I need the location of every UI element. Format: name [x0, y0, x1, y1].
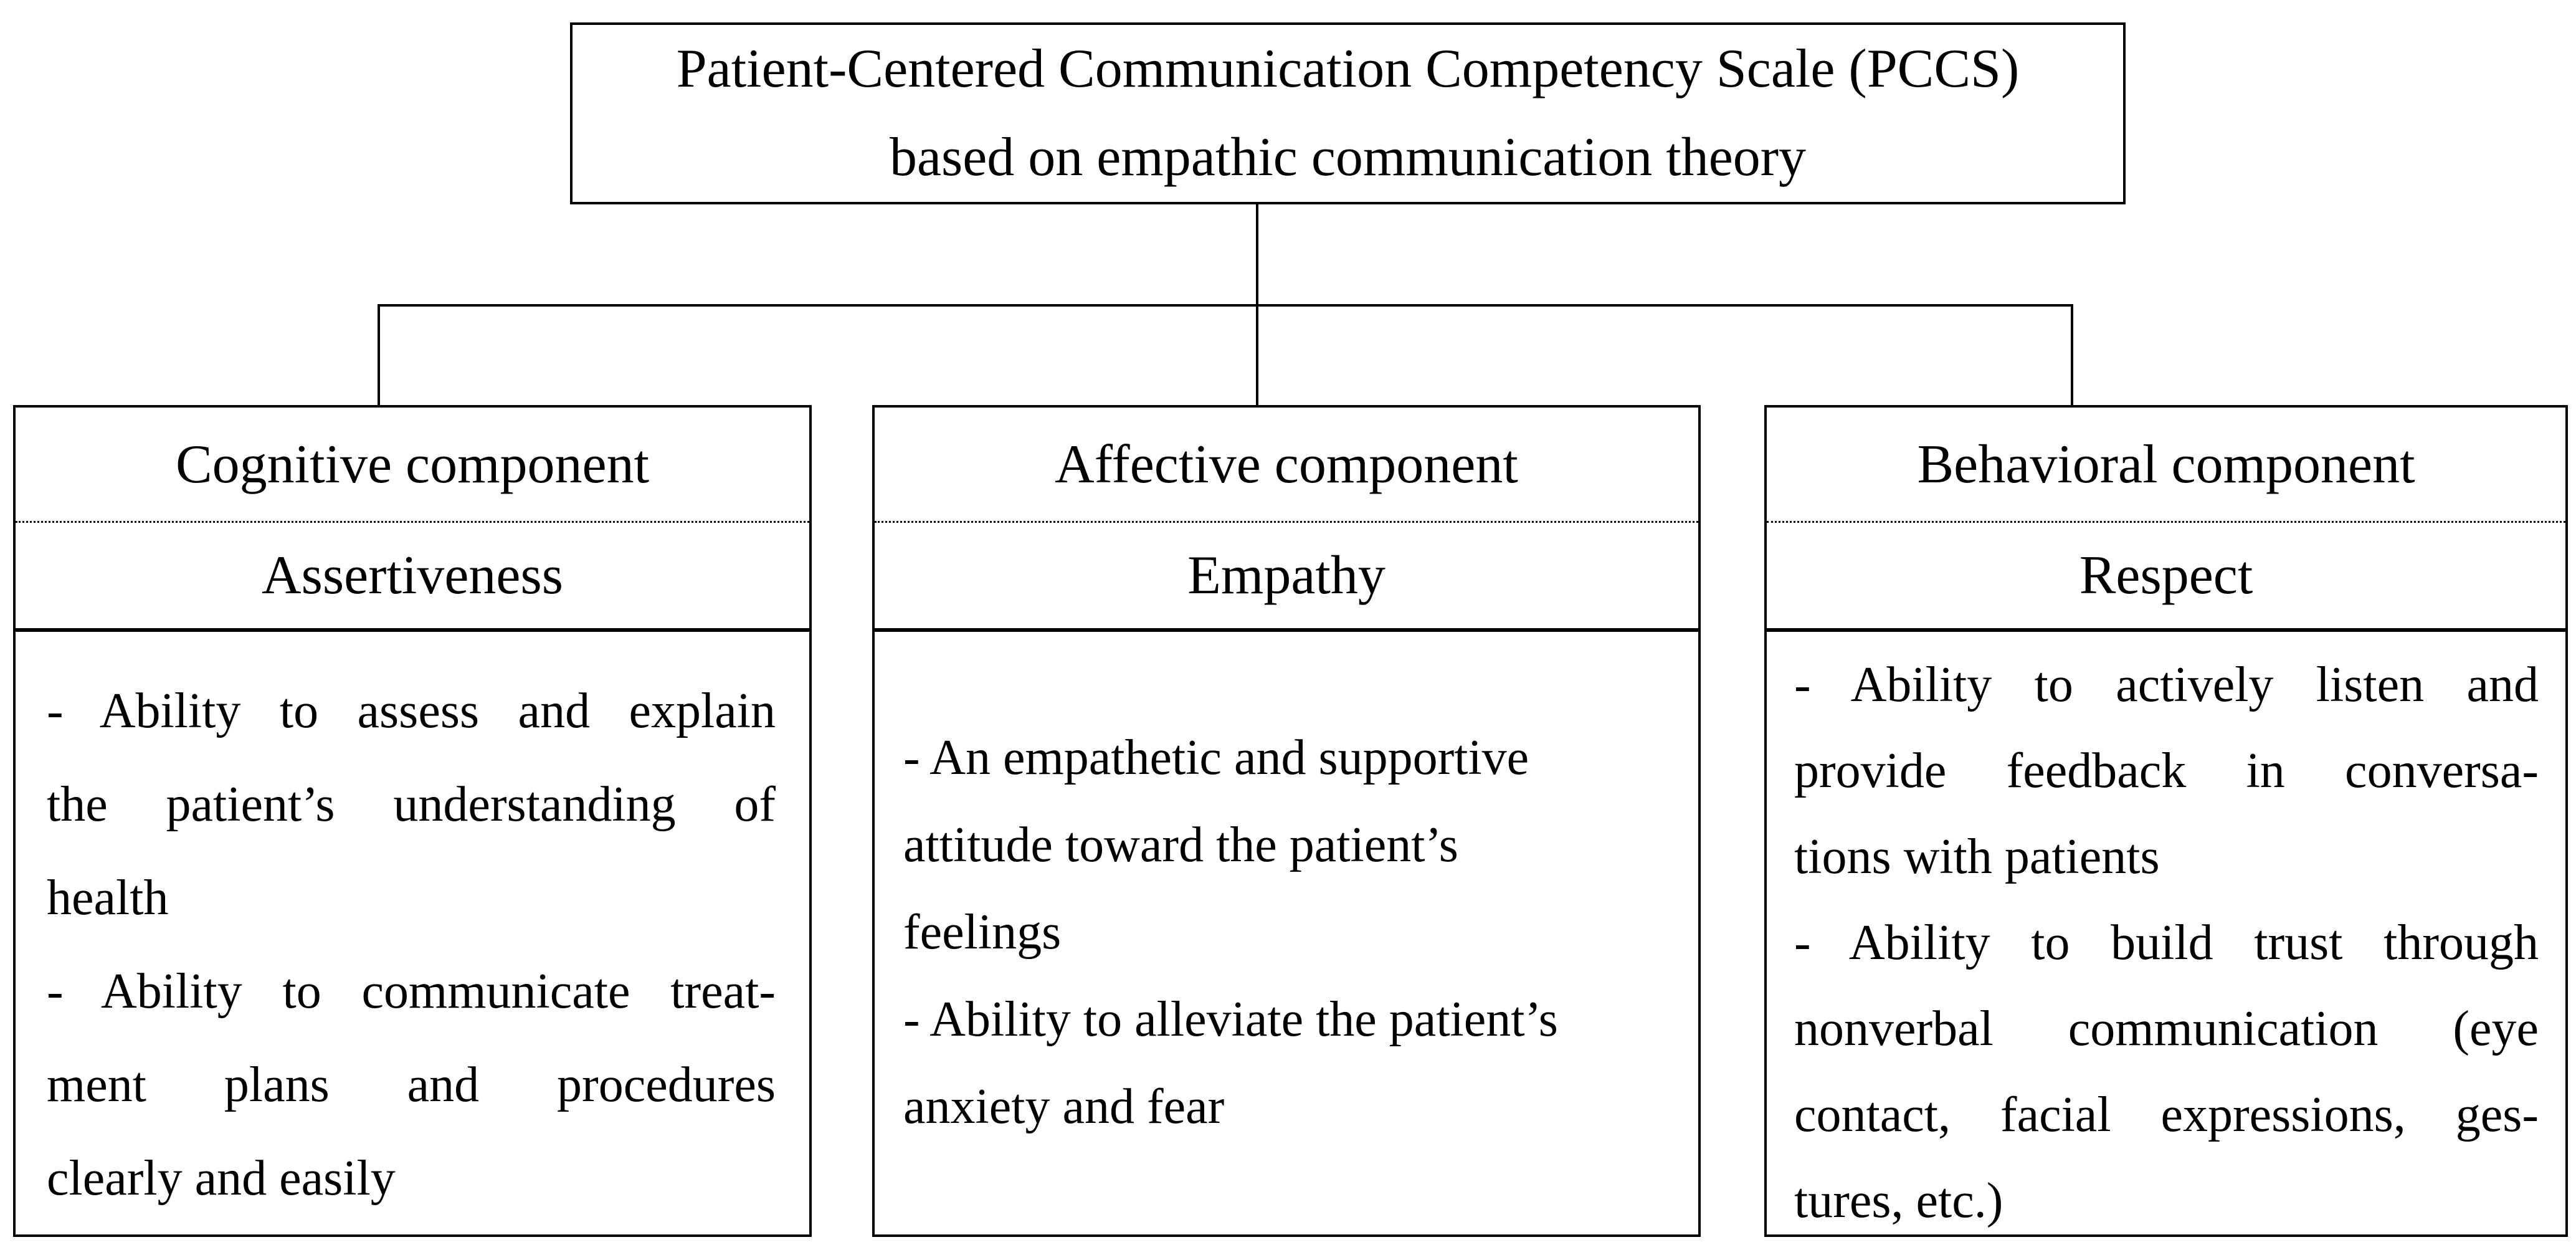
- bullet-line: - Ability to assess and explain: [47, 684, 776, 738]
- bullet-item: - Ability to alleviate the patient’s anxi…: [903, 976, 1667, 1150]
- bullet-line: - Ability to actively listen and: [1794, 657, 2539, 712]
- bullet-item: - Ability to assess and explain the patie…: [47, 664, 776, 945]
- root-box-title-line1: Patient-Centered Communication Competenc…: [676, 39, 2020, 99]
- component-header-affective: Affective component: [875, 408, 1698, 523]
- bullet-item: - Ability to actively listen and provide …: [1794, 642, 2539, 900]
- branch-body-behavioral: - Ability to actively listen and provide …: [1767, 632, 2565, 1234]
- branch-box-behavioral: Behavioral component Respect - Ability t…: [1764, 405, 2568, 1237]
- branch-body-affective: - An empathetic and supportive attitude t…: [875, 632, 1698, 1234]
- component-header-cognitive: Cognitive component: [16, 408, 809, 523]
- bullet-line: nonverbal communication (eye: [1794, 1001, 2539, 1056]
- bullet-line: contact, facial expressions, ges-: [1794, 1087, 2539, 1142]
- bullet-line: feelings: [903, 905, 1062, 960]
- bullet-line: clearly and easily: [47, 1151, 396, 1206]
- component-header-behavioral: Behavioral component: [1767, 408, 2565, 523]
- bullet-line: attitude toward the patient’s: [903, 818, 1458, 872]
- branch-box-affective: Affective component Empathy - An empathe…: [872, 405, 1701, 1237]
- bullet-line: - Ability to build trust through: [1794, 915, 2539, 970]
- bullet-line: tions with patients: [1794, 829, 2160, 884]
- connector-rail: [378, 304, 2073, 307]
- bullet-line: ment plans and procedures: [47, 1057, 776, 1112]
- bullet-line: the patient’s understanding of: [47, 777, 776, 832]
- bullet-line: tures, etc.): [1794, 1173, 2003, 1228]
- bullet-item: - Ability to build trust through nonverba…: [1794, 900, 2539, 1234]
- bullet-line: provide feedback in conversa-: [1794, 743, 2539, 798]
- attribute-label-assertiveness: Assertiveness: [16, 523, 809, 632]
- connector-drop-middle: [1256, 305, 1258, 406]
- bullet-item: - Ability to communicate treat-ment plan…: [47, 945, 776, 1225]
- branch-box-cognitive: Cognitive component Assertiveness - Abil…: [13, 405, 812, 1237]
- bullet-line: - An empathetic and supportive: [903, 730, 1529, 785]
- connector-drop-right: [2071, 305, 2073, 406]
- root-box: Patient-Centered Communication Competenc…: [570, 22, 2126, 204]
- bullet-line: anxiety and fear: [903, 1079, 1225, 1134]
- root-box-title-line2: based on empathic communication theory: [889, 127, 1807, 188]
- bullet-item: - An empathetic and supportive attitude t…: [903, 714, 1667, 976]
- attribute-label-respect: Respect: [1767, 523, 2565, 632]
- connector-root-drop: [1256, 204, 1258, 305]
- connector-drop-left: [378, 305, 380, 406]
- bullet-line: - Ability to alleviate the patient’s: [903, 992, 1558, 1047]
- bullet-line: - Ability to communicate treat-: [47, 964, 776, 1019]
- attribute-label-empathy: Empathy: [875, 523, 1698, 632]
- bullet-line: health: [47, 871, 169, 925]
- branch-body-cognitive: - Ability to assess and explain the patie…: [16, 632, 809, 1234]
